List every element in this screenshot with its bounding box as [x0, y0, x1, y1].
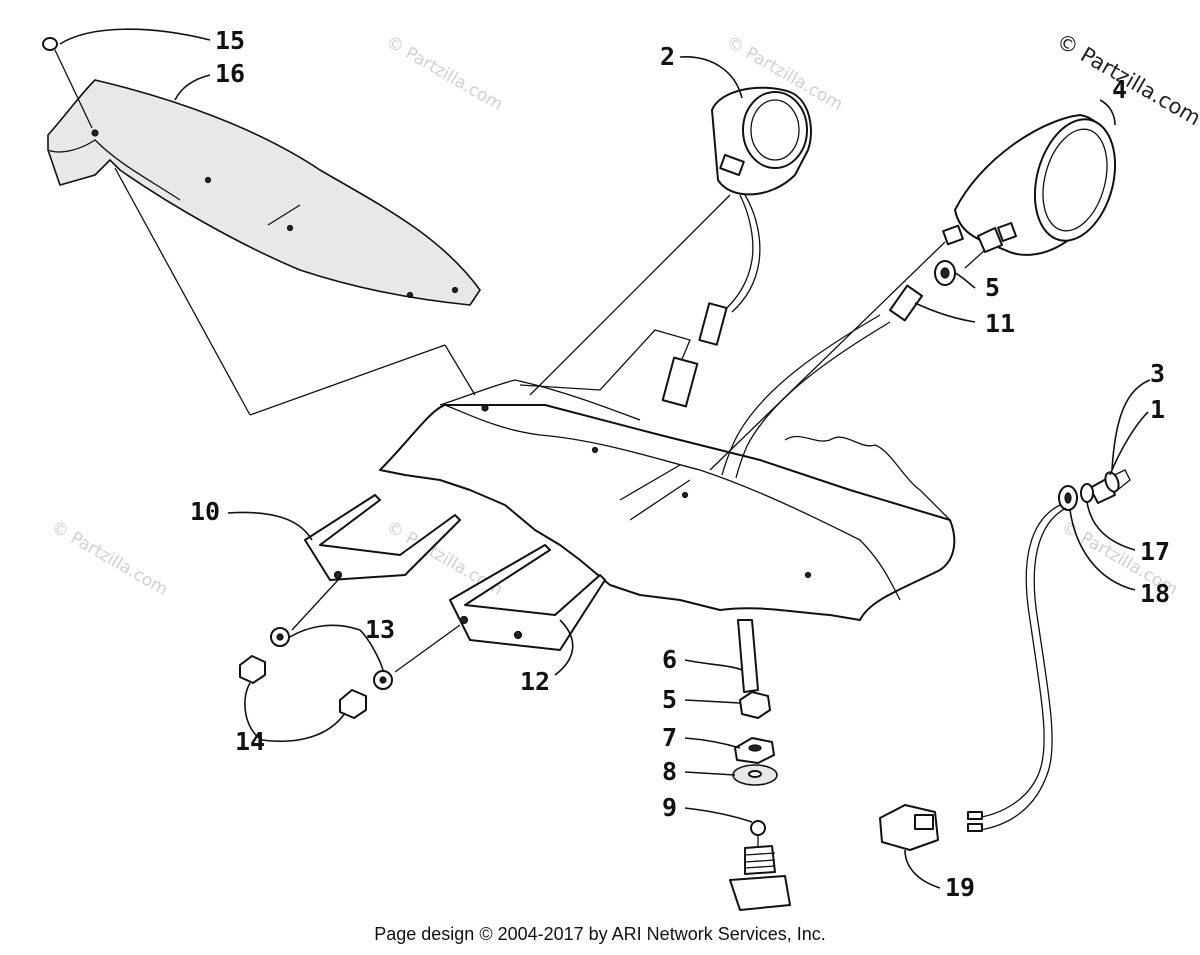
callout-2: 2	[660, 42, 675, 71]
callout-19: 19	[945, 873, 975, 902]
callout-12: 12	[520, 667, 550, 696]
part-7-nut	[734, 737, 775, 764]
part-13-washer	[270, 627, 290, 647]
callouts: 15 16 2 4 5 11 3 1 17 18 10 13 12 14 6 5…	[190, 26, 1170, 902]
part-19-harness	[879, 504, 1067, 851]
part-5-nut-lower	[739, 691, 771, 719]
part-6-cable	[737, 619, 759, 693]
watermark: © Partzilla.com	[383, 32, 507, 115]
dash-panel	[379, 329, 956, 621]
callout-16: 16	[215, 59, 245, 88]
callout-11: 11	[985, 309, 1015, 338]
part-12-bracket	[449, 544, 606, 651]
alignment-line	[291, 579, 339, 631]
alignment-line	[114, 167, 251, 416]
speedometer-cable	[735, 321, 891, 479]
callout-10: 10	[190, 497, 220, 526]
callout-4: 4	[1112, 75, 1127, 104]
alignment-line	[249, 344, 446, 416]
watermark: © Partzilla.com	[48, 517, 172, 600]
callout-5-lower: 5	[662, 685, 677, 714]
callout-9: 9	[662, 793, 677, 822]
part-14-nut	[339, 689, 367, 719]
callout-7: 7	[662, 723, 677, 752]
part-3-lens	[1104, 471, 1120, 493]
callout-13: 13	[365, 615, 395, 644]
part-13-washer	[373, 670, 393, 690]
callout-17: 17	[1140, 537, 1170, 566]
alignment-line	[444, 344, 476, 396]
part-11-sleeve	[889, 284, 923, 322]
part-5-nut-upper	[934, 260, 956, 286]
callout-14: 14	[235, 727, 265, 756]
callout-6: 6	[662, 645, 677, 674]
callout-15: 15	[215, 26, 245, 55]
part-8-washer	[732, 764, 778, 786]
part-15-screw	[42, 37, 93, 129]
part-9-drive	[729, 820, 791, 911]
part-16-cover-panel	[47, 79, 481, 306]
copyright-footer: Page design © 2004-2017 by ARI Network S…	[374, 924, 826, 944]
part-14-nut	[239, 655, 266, 684]
speedometer-cable	[721, 314, 881, 476]
part-2-gauge	[529, 86, 812, 408]
part-18-nut	[1058, 485, 1078, 511]
alignment-line	[394, 624, 461, 673]
callout-5-upper: 5	[985, 273, 1000, 302]
callout-8: 8	[662, 757, 677, 786]
callout-18: 18	[1140, 579, 1170, 608]
part-4-gauge	[709, 114, 1117, 471]
callout-1: 1	[1150, 395, 1165, 424]
part-10-bracket	[304, 494, 461, 581]
callout-3: 3	[1150, 359, 1165, 388]
part-17-washer	[1080, 483, 1094, 503]
leader-lines	[59, 28, 1151, 889]
